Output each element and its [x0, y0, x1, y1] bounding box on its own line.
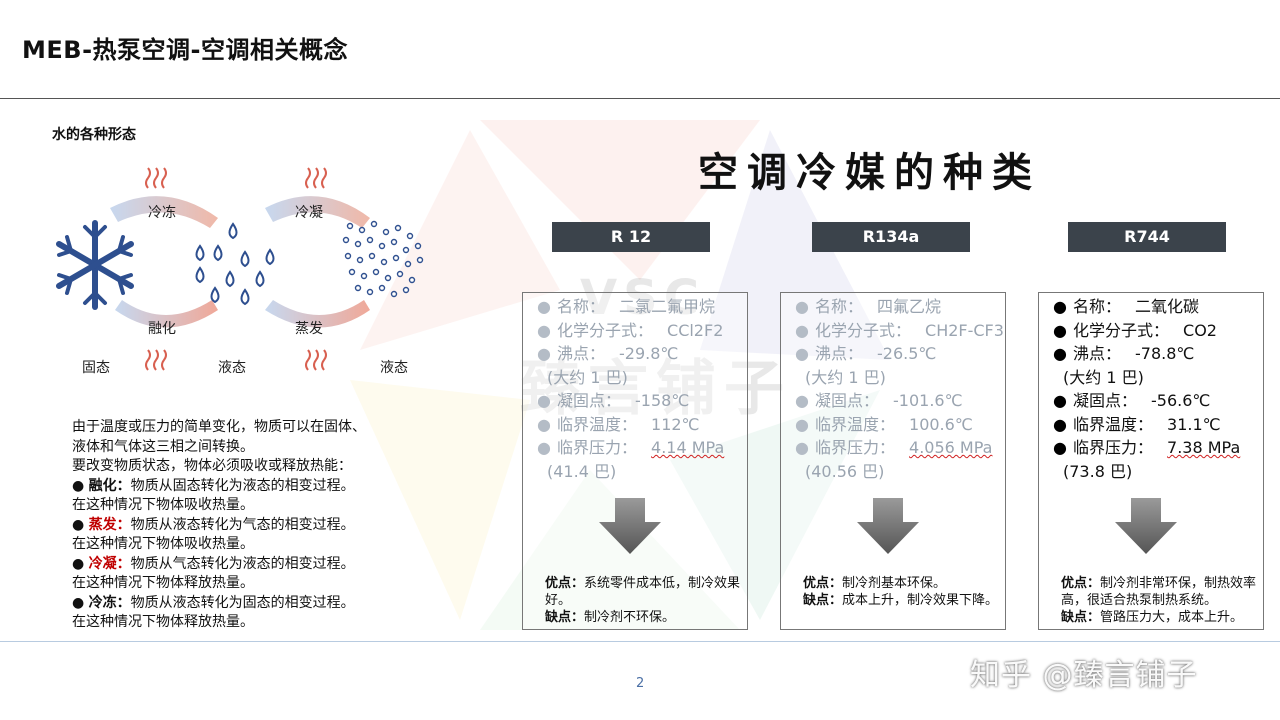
refrigerant-heading: 空调冷媒的种类: [698, 150, 1041, 196]
label-melt: 融化: [148, 321, 176, 337]
term-condense: 冷凝：: [88, 555, 131, 572]
explain-line: 由于温度或压力的简单变化，物质可以在固体、: [72, 419, 366, 435]
header-r134a: R134a: [812, 222, 970, 252]
header-r12: R 12: [552, 222, 710, 252]
water-states-heading: 水的各种形态: [52, 127, 136, 143]
explain-note: 在这种情况下物体释放热量。: [72, 614, 254, 630]
explain-condense: ● 冷凝：物质从气态转化为液态的相变过程。: [72, 555, 355, 572]
label-solid: 固态: [82, 360, 110, 376]
phase-explanation: 由于温度或压力的简单变化，物质可以在固体、 液体和气体这三相之间转换。 要改变物…: [72, 418, 412, 633]
explain-note: 在这种情况下物体吸收热量。: [72, 497, 254, 513]
r744-pros-cons: 优点：制冷剂非常环保，制热效率高，很适合热泵制热系统。 缺点：管路压力大，成本上…: [1061, 576, 1257, 625]
header-r744: R744: [1068, 222, 1226, 252]
label-condense: 冷凝: [295, 205, 323, 221]
explain-freeze: ● 冷冻：物质从液态转化为固态的相变过程。: [72, 594, 355, 611]
term-freeze: 冷冻：: [88, 594, 131, 611]
label-gas: 液态: [380, 360, 408, 376]
footer-divider: [0, 641, 1280, 642]
explain-evaporate: ● 蒸发：物质从液态转化为气态的相变过程。: [72, 516, 355, 533]
down-arrow-icon: [857, 498, 919, 554]
term-melt: 融化：: [88, 477, 131, 494]
explain-note: 在这种情况下物体释放热量。: [72, 575, 254, 591]
explain-melt: ● 融化：物质从固态转化为液态的相变过程。: [72, 477, 355, 494]
term-evaporate: 蒸发：: [88, 516, 131, 533]
page-number: 2: [636, 676, 645, 691]
card-r134a: ●名称：四氟乙烷 ●化学分子式：CH2F-CF3 ●沸点：-26.5℃ (大约 …: [780, 292, 1006, 630]
explain-line: 液体和气体这三相之间转换。: [72, 438, 254, 455]
r134a-properties: ●名称：四氟乙烷 ●化学分子式：CH2F-CF3 ●沸点：-26.5℃ (大约 …: [795, 297, 1004, 481]
phase-diagram: 冷冻 冷凝 融化 蒸发 固态 液态 液态: [40, 160, 440, 390]
phase-diagram-graphic: [56, 167, 424, 371]
explain-line: 要改变物质状态，物体必须吸收或释放热能：: [72, 458, 352, 474]
down-arrow-icon: [599, 498, 661, 554]
label-evaporate: 蒸发: [295, 321, 323, 337]
r744-properties: ●名称：二氧化碳 ●化学分子式：CO2 ●沸点：-78.8℃ (大约 1 巴) …: [1053, 297, 1241, 481]
explain-note: 在这种情况下物体吸收热量。: [72, 536, 254, 552]
label-liquid: 液态: [218, 360, 246, 376]
watermark-logo-text: VSC: [580, 270, 705, 326]
r12-pros-cons: 优点：系统零件成本低，制冷效果好。 缺点：制冷剂不环保。: [545, 576, 741, 625]
r134a-pros-cons: 优点：制冷剂基本环保。 缺点：成本上升，制冷效果下降。: [803, 576, 999, 608]
down-arrow-icon: [1115, 498, 1177, 554]
zhihu-watermark: 知乎 @臻言铺子: [970, 658, 1198, 693]
card-r744: ●名称：二氧化碳 ●化学分子式：CO2 ●沸点：-78.8℃ (大约 1 巴) …: [1038, 292, 1264, 630]
slide-title: MEB-热泵空调-空调相关概念: [22, 36, 348, 64]
watermark-center: 臻言铺子: [520, 354, 792, 424]
label-freeze: 冷冻: [148, 205, 176, 221]
r12-properties: ●名称：二氯二氟甲烷 ●化学分子式：CCl2F2 ●沸点：-29.8℃ (大约 …: [537, 297, 725, 481]
card-r12: ●名称：二氯二氟甲烷 ●化学分子式：CCl2F2 ●沸点：-29.8℃ (大约 …: [522, 292, 748, 630]
title-divider: [0, 98, 1280, 99]
